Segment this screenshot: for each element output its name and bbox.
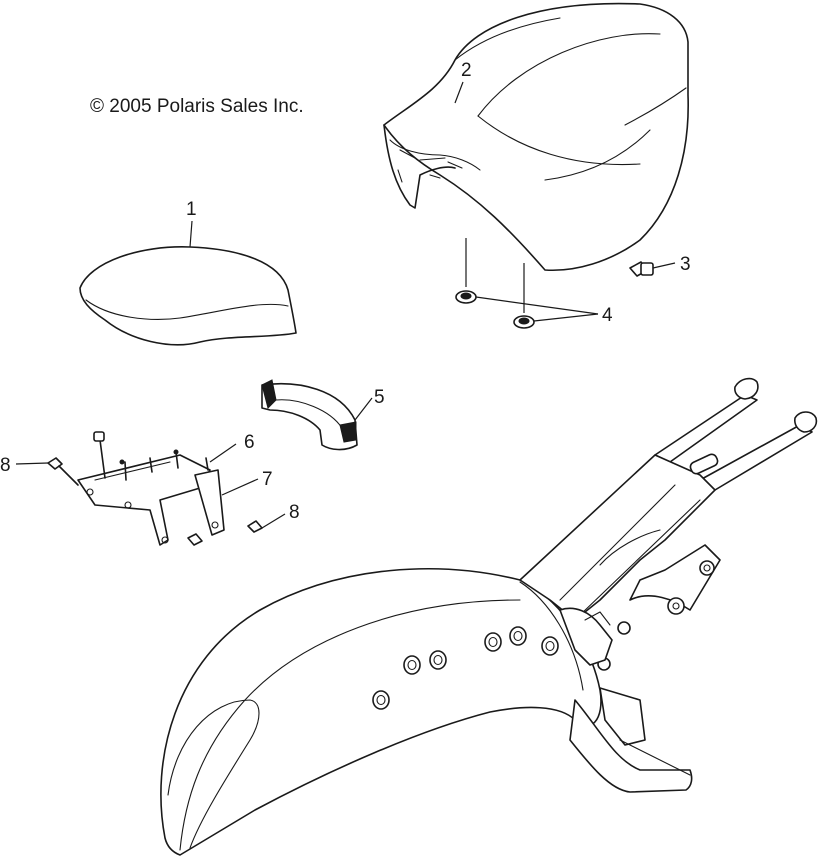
part-1-passenger-seat xyxy=(79,246,297,346)
callout-3: 3 xyxy=(680,254,691,275)
copyright-text: © 2005 Polaris Sales Inc. xyxy=(90,96,304,117)
part-5-seat-bumper xyxy=(261,379,358,451)
frame-assembly xyxy=(519,377,818,793)
part-6-7-mounting-bracket xyxy=(47,431,263,546)
part-4-grommets xyxy=(455,238,535,329)
callout-5: 5 xyxy=(374,387,385,408)
callout-8-right: 8 xyxy=(289,502,300,523)
part-3-screw xyxy=(629,261,654,277)
callout-8-left: 8 xyxy=(0,455,11,476)
front-fender xyxy=(160,568,602,856)
callout-4: 4 xyxy=(602,305,613,326)
callout-6: 6 xyxy=(244,432,255,453)
callout-leaders xyxy=(15,81,676,529)
callout-2: 2 xyxy=(461,60,472,81)
callout-7: 7 xyxy=(262,469,273,490)
part-2-driver-seat xyxy=(383,2,689,272)
callout-1: 1 xyxy=(186,199,197,220)
